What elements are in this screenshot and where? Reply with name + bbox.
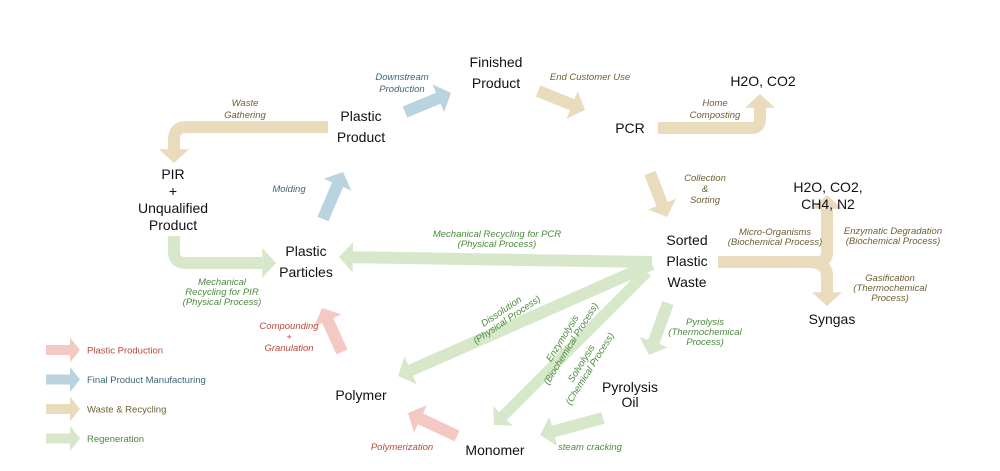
node-syngas: Syngas (809, 311, 856, 327)
label-mech-recycling-pcr: Mechanical Recycling for PCR(Physical Pr… (433, 229, 561, 250)
node-pcr: PCR (615, 120, 645, 136)
label-molding: Molding (272, 184, 306, 195)
label-end-customer-use: End Customer Use (550, 72, 630, 83)
legend-label: Plastic Production (87, 346, 163, 357)
arrow-mech-recycling-pir (168, 236, 276, 278)
node-polymer: Polymer (335, 387, 387, 403)
node-monomer: Monomer (465, 442, 524, 458)
arrow-collection-sorting (644, 170, 676, 217)
label-micro-organisms: Micro-Organisms(Biochemical Process) (728, 227, 823, 248)
arrow-steam-cracking (540, 412, 605, 446)
arrow-molding (317, 172, 352, 222)
legend-label: Final Product Manufacturing (87, 375, 206, 386)
legend-item: Plastic Production (46, 337, 163, 363)
label-steam-cracking: steam cracking (558, 442, 623, 453)
arrow-waste-gathering (159, 121, 328, 163)
arrow-end-customer-use (535, 85, 585, 119)
legend-swatch (46, 367, 80, 392)
legend-item: Waste & Recycling (46, 396, 166, 422)
node-h2o-co2: H2O, CO2 (730, 73, 796, 89)
legend-label: Waste & Recycling (87, 405, 166, 416)
node-h2o-co2-ch4-n2: H2O, CO2,CH4, N2 (793, 179, 862, 212)
arrow-gasification (807, 256, 842, 306)
arrow-dissolution (398, 258, 655, 385)
flow-arrows (159, 84, 842, 446)
arrow-pyrolysis (639, 300, 674, 355)
arrow-polymerization (408, 405, 460, 442)
legend-swatch (46, 337, 80, 363)
label-compounding-granulation: Compounding+Granulation (259, 321, 319, 354)
arrow-home-composting (658, 94, 775, 134)
arrow-enzymolysis (493, 268, 651, 426)
arrow-mech-recycling-pcr (339, 242, 653, 273)
legend-swatch (46, 396, 80, 422)
arrow-compounding (314, 308, 348, 355)
legend-item: Final Product Manufacturing (46, 367, 206, 392)
legend-item: Regeneration (46, 426, 144, 451)
arrow-downstream-production (402, 84, 451, 118)
label-enzymatic-degradation: Enzymatic Degradation(Biochemical Proces… (844, 226, 942, 247)
label-polymerization: Polymerization (371, 442, 433, 453)
label-collection-sorting: Collection&Sorting (684, 173, 726, 206)
legend-label: Regeneration (87, 434, 144, 445)
legend-swatch (46, 426, 80, 451)
